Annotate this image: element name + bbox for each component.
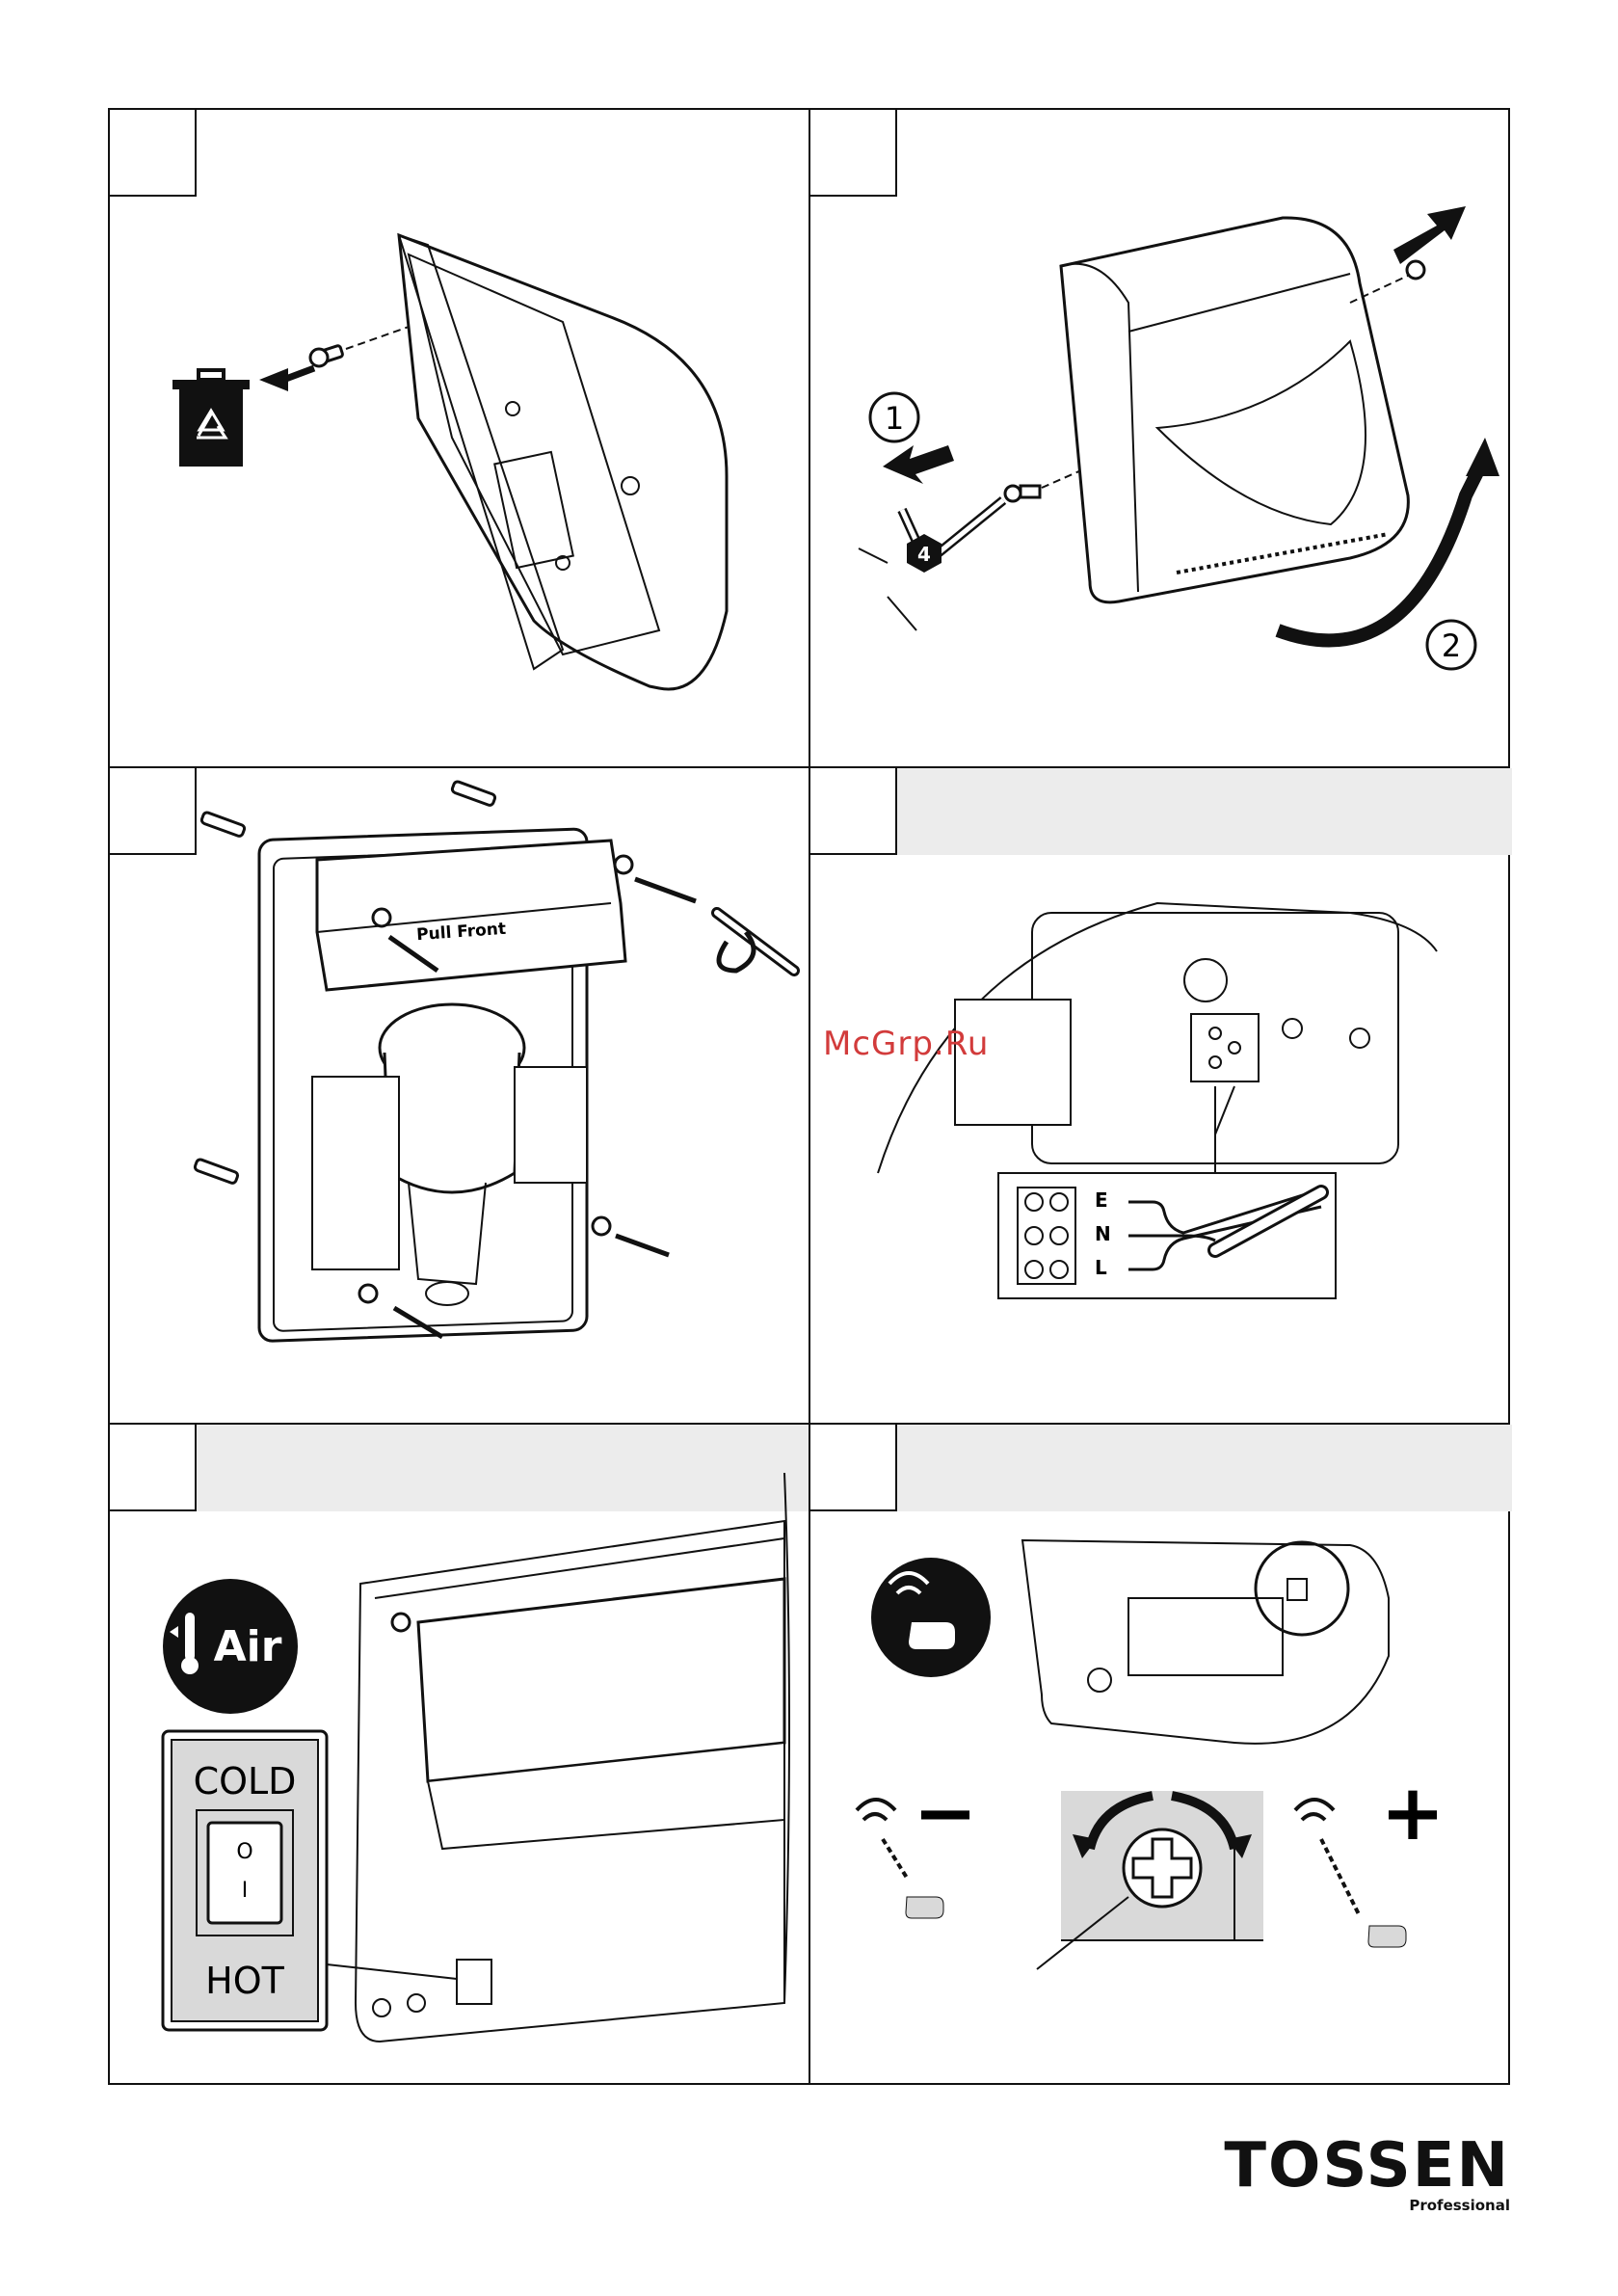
svg-text:I: I xyxy=(242,1879,249,1903)
terminal-n: N xyxy=(1095,1222,1111,1245)
svg-text:O: O xyxy=(236,1840,252,1864)
screw-icon xyxy=(310,345,343,366)
svg-text:1: 1 xyxy=(885,400,904,437)
panel-step-4: E N L McGrp.Ru xyxy=(810,768,1512,1423)
step-number-box xyxy=(110,110,197,197)
brand-name: TOSSEN xyxy=(1224,2135,1510,2197)
panel-step-2: 1 4 xyxy=(810,110,1512,766)
minus-label: − xyxy=(913,1768,977,1857)
sensor-wave-icon xyxy=(1295,1800,1334,1820)
panel-step-5: Air COLD O I HOT xyxy=(110,1425,809,2085)
svg-text:4: 4 xyxy=(917,543,931,566)
temperature-switch-illustration: Air COLD O I HOT xyxy=(110,1425,809,2085)
instruction-grid: 1 4 xyxy=(108,108,1510,2085)
hand-icon xyxy=(906,1897,943,1918)
panel-step-3: Pull Front xyxy=(110,768,809,1423)
brand-logo: TOSSEN Professional xyxy=(1224,2135,1510,2214)
sensor-adjust-illustration: − + xyxy=(810,1425,1512,2085)
mounting-illustration: Pull Front xyxy=(110,768,809,1423)
wiring-illustration: E N L xyxy=(810,768,1512,1423)
step-number-box xyxy=(110,768,197,855)
watermark-text: McGrp.Ru xyxy=(823,1025,989,1063)
step-number-box xyxy=(810,110,897,197)
svg-text:COLD: COLD xyxy=(194,1760,297,1802)
svg-text:HOT: HOT xyxy=(205,1960,284,2002)
terminal-e: E xyxy=(1095,1188,1108,1212)
svg-text:Air: Air xyxy=(214,1622,282,1671)
cover-removal-illustration: 1 4 xyxy=(810,110,1512,766)
svg-text:2: 2 xyxy=(1442,627,1461,664)
wall-plate-illustration xyxy=(110,110,809,766)
plus-label: + xyxy=(1380,1768,1445,1857)
rocker-switch xyxy=(208,1823,281,1923)
panel-step-6: − + xyxy=(810,1425,1512,2085)
recycle-bin-icon xyxy=(172,370,250,467)
hand-sensor-icon xyxy=(871,1558,991,1677)
sensor-wave-icon xyxy=(857,1800,895,1820)
hand-icon xyxy=(1368,1926,1406,1947)
panel-step-1 xyxy=(110,110,809,766)
rotate-icon xyxy=(719,932,754,971)
terminal-l: L xyxy=(1095,1256,1107,1279)
